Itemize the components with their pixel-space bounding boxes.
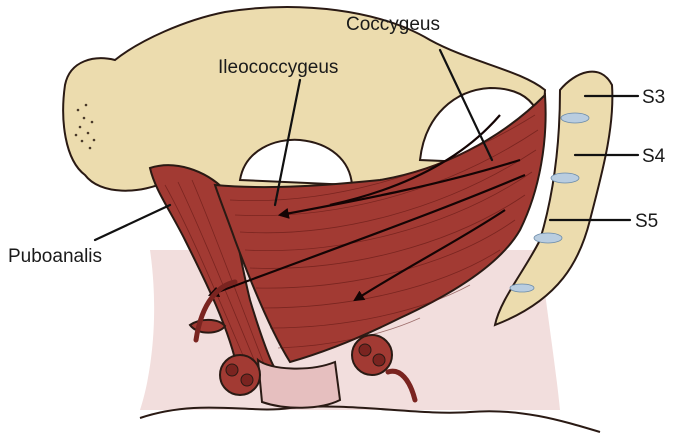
- label-s3: S3: [642, 87, 665, 108]
- anal-canal: [256, 357, 342, 409]
- fiber-direction-arrows: [207, 114, 526, 302]
- sacrum-coccyx: [493, 70, 614, 327]
- intervertebral-discs: [509, 112, 590, 293]
- label-s5: S5: [635, 211, 658, 232]
- muscle-fibers: [164, 114, 539, 365]
- vessel-bundle-left: [219, 354, 261, 396]
- gluteal-outline: [139, 405, 601, 433]
- leader-lines: [93, 48, 640, 242]
- pudendal-vessel: [193, 279, 238, 343]
- label-s4: S4: [642, 146, 666, 167]
- right-vessel-strip: [385, 368, 418, 403]
- ileococcygeus-muscle: [213, 92, 547, 364]
- label-ileococcygeus: Ileococcygeus: [218, 57, 338, 78]
- vessel-bundle-right: [351, 334, 393, 376]
- label-puboanalis: Puboanalis: [8, 246, 102, 267]
- bone-texture: [74, 103, 96, 150]
- label-coccygeus: Coccygeus: [346, 14, 440, 35]
- obturator-foramen-left: [238, 138, 354, 187]
